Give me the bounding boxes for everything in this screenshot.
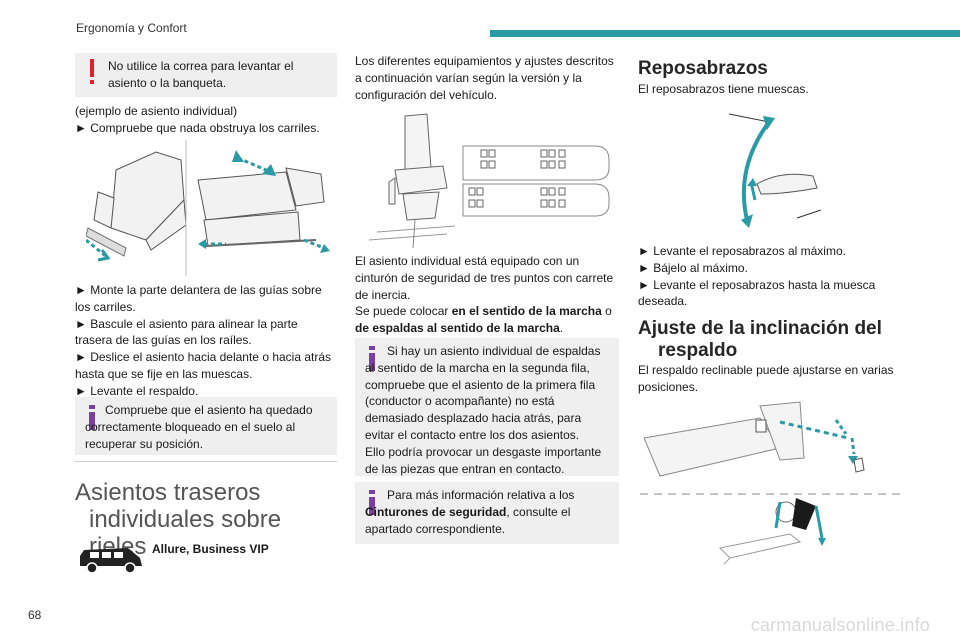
warning-icon xyxy=(90,59,94,84)
page-number: 68 xyxy=(28,608,42,622)
step-item: ► Levante el reposabrazos hasta la muesc… xyxy=(638,277,876,309)
watermark: carmanualsonline.info xyxy=(750,615,930,635)
step-item: ► Bascule el asiento para alinear la par… xyxy=(75,316,298,348)
backrest-text: El respaldo reclinable puede ajustarse e… xyxy=(638,363,894,394)
header-accent-bar xyxy=(490,30,960,37)
orientation-paragraph: Se puede colocar en el sentido de la mar… xyxy=(355,304,612,336)
running-header: Ergonomía y Confort xyxy=(76,21,187,35)
step-check-rails: ► Compruebe que nada obstruya los carril… xyxy=(75,121,320,135)
warning-text: No utilice la correa para levantar el as… xyxy=(108,59,294,90)
info-text: Si hay un asiento individual de espaldas… xyxy=(365,344,602,476)
belt-paragraph: El asiento individual está equipado con … xyxy=(355,254,614,302)
van-icon xyxy=(80,548,142,574)
info-icon xyxy=(369,346,375,371)
seatbelts-ref: Cinturones de seguridad xyxy=(365,504,507,519)
belt-text: El asiento individual está equipado con … xyxy=(355,253,619,337)
info-box-lock: Compruebe que el asiento ha quedado corr… xyxy=(75,397,337,455)
info-text: Para más información relativa a los Cint… xyxy=(365,488,575,536)
forward-label: en el sentido de la marcha xyxy=(451,304,602,319)
step-item: ► Levante el reposabrazos al máximo. xyxy=(638,244,846,258)
armrest-text: El reposabrazos tiene muescas. xyxy=(638,82,809,96)
section-divider xyxy=(75,461,337,462)
section-title-line1: Asientos traseros xyxy=(75,479,261,506)
armrest-title: Reposabrazos xyxy=(638,58,768,79)
info-icon xyxy=(369,490,375,515)
warning-box: No utilice la correa para levantar el as… xyxy=(75,53,337,97)
info-icon xyxy=(89,405,95,430)
intro-text: Los diferentes equipamientos y ajustes d… xyxy=(355,54,614,102)
info-text: Compruebe que el asiento ha quedado corr… xyxy=(85,403,313,451)
backrest-illustration xyxy=(640,401,902,565)
seat-rail-illustration xyxy=(86,140,330,276)
rail-steps: ► Monte la parte delantera de las guías … xyxy=(75,282,337,400)
version-label: Allure, Business VIP xyxy=(152,542,269,556)
step-item: ► Monte la parte delantera de las guías … xyxy=(75,283,322,314)
info-box-seatbelts: Para más información relativa a los Cint… xyxy=(355,482,619,544)
rearward-label: de espaldas al sentido de la marcha xyxy=(355,321,560,336)
armrest-illustration xyxy=(728,113,822,228)
info-box-second-row: Si hay un asiento individual de espaldas… xyxy=(355,338,619,476)
step-item: ► Deslice el asiento hacia delante o hac… xyxy=(75,350,332,381)
backrest-title: Ajuste de la inclinación del respaldo xyxy=(638,318,882,361)
example-caption: (ejemplo de asiento individual) xyxy=(75,104,238,118)
armrest-steps: ► Levante el reposabrazos al máximo. ► B… xyxy=(638,243,900,310)
seat-configuration-illustration xyxy=(368,113,610,248)
step-item: ► Bájelo al máximo. xyxy=(638,260,748,275)
step-item: ► Levante el respaldo. xyxy=(75,383,199,398)
